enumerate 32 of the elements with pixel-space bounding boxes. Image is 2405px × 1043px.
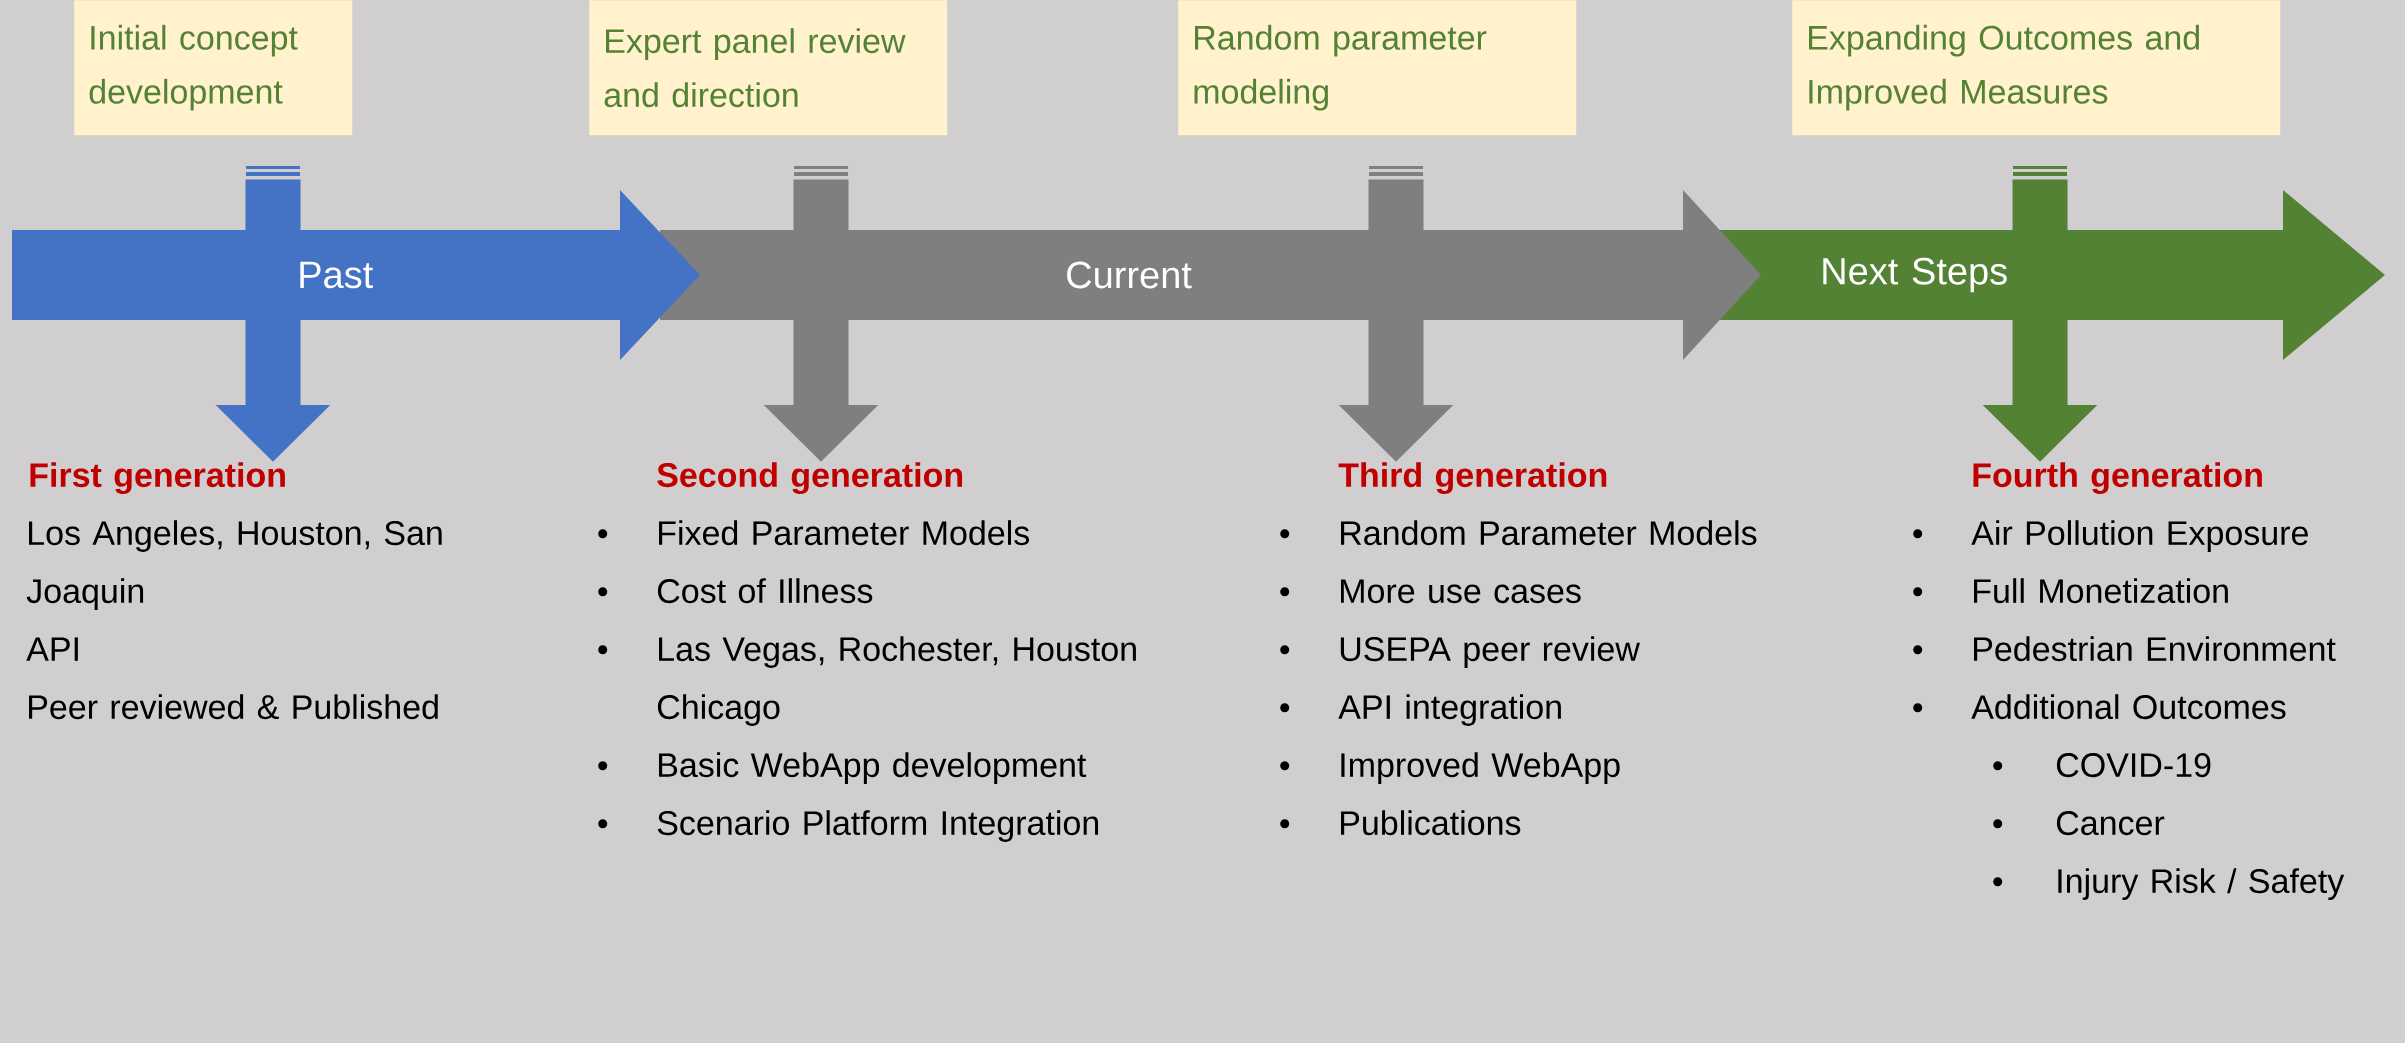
bullet-item: Improved WebApp [1280,752,1620,784]
bullet-item: Las Vegas, Rochester, Houston Chicago [598,636,1136,726]
bullet-item: Cost of Illness [598,578,873,604]
generation-heading: Second generation [657,462,963,495]
note-box: Initial concept development [74,0,353,136]
list-item: Los Angeles, Houston, San Joaquin [26,520,442,610]
note-box: Random parameter modeling [1178,0,1577,136]
bullet-item: Cancer [1993,811,2165,836]
bullet-item: Additional Outcomes [1913,694,2286,720]
phase-band: Past [12,190,700,360]
note-box: Expanding Outcomes and Improved Measures [1792,0,2281,136]
bullet-item: Random Parameter Models [1280,520,1757,546]
bullet-item: More use cases [1280,579,1581,604]
bullet-item: Publications [1280,810,1521,836]
generation-heading: Third generation [1338,462,1607,495]
bullet-item: Scenario Platform Integration [598,810,1099,842]
generation-heading: First generation [30,462,285,495]
generation-heading: Fourth generation [1973,462,2262,495]
phase-band: Next Steps [1718,190,2385,360]
list-item: Peer reviewed & Published [29,694,438,720]
bullet-item: Air Pollution Exposure [1913,520,2308,552]
bullet-item: API integration [1280,694,1561,726]
bullet-item: COVID-19 [1993,753,2211,778]
list-item: API [26,637,78,661]
bullet-item: USEPA peer review [1280,636,1640,668]
bullet-item: Fixed Parameter Models [598,520,1030,546]
bullet-item: Basic WebApp development [598,752,1087,784]
bullet-item: Injury Risk / Safety [1993,868,2345,900]
bullet-item: Pedestrian Environment [1913,636,2336,662]
note-box: Expert panel review and direction [589,0,948,136]
bullet-item: Full Monetization [1913,578,2228,604]
phase-band: Current [660,190,1761,360]
